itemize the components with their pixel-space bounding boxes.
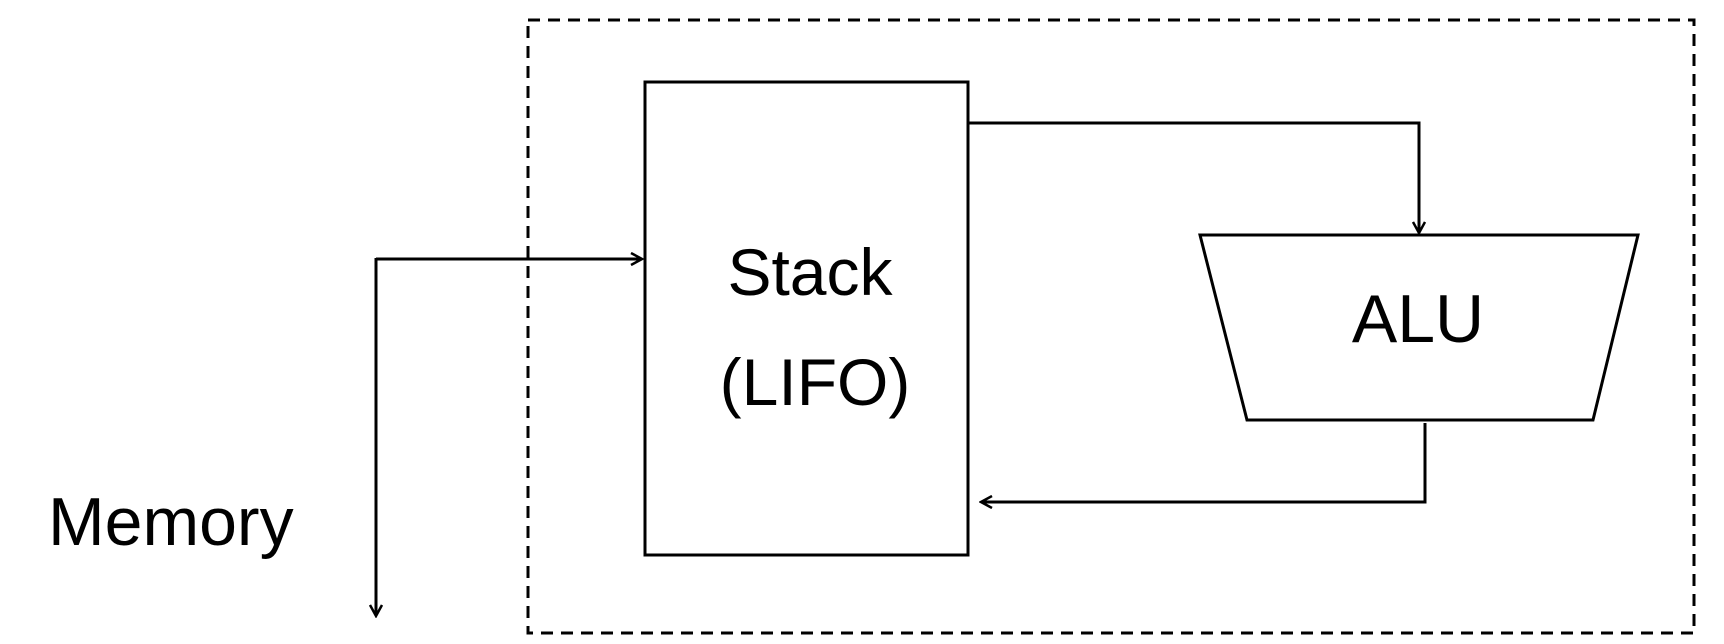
stack-to-alu-arrow <box>968 121 1419 233</box>
stack-box <box>643 80 970 557</box>
alu-to-stack-arrow <box>981 423 1427 502</box>
memory-label: Memory <box>48 484 294 560</box>
stack-label: Stack <box>727 235 893 309</box>
processor-boundary <box>526 18 1696 635</box>
stack-type-label: (LIFO) <box>720 345 911 419</box>
alu-label: ALU <box>1352 281 1484 357</box>
alu-shape <box>1198 233 1640 422</box>
